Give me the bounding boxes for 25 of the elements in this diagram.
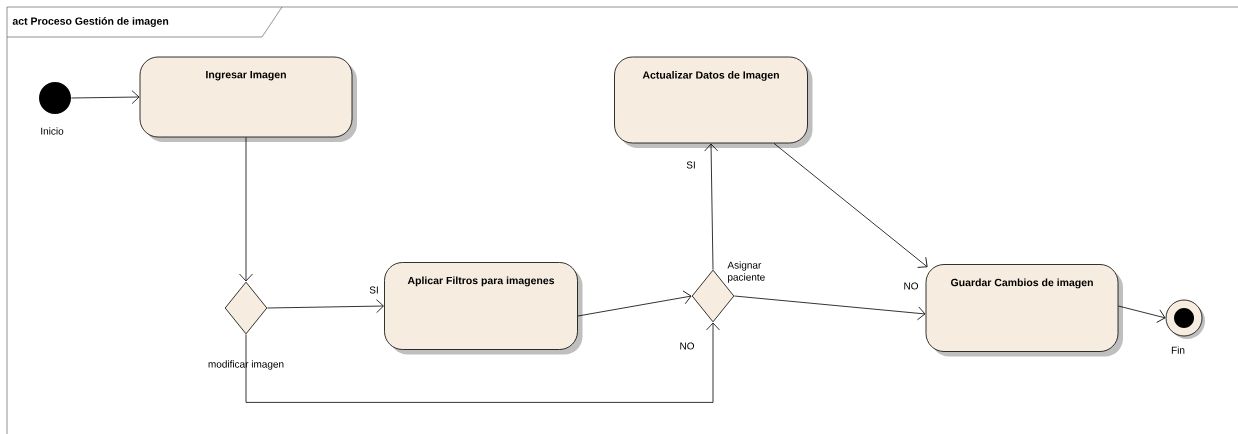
edge-label: SI (685, 160, 697, 170)
activity-box: Guardar Cambios de imagen (925, 264, 1123, 357)
node-label: Fin (1171, 346, 1185, 354)
arrow (773, 143, 928, 268)
arrow (239, 137, 253, 282)
arrow (71, 90, 140, 104)
arrow (734, 295, 926, 321)
activity-box: Ingresar Imagen (139, 56, 357, 142)
edge-label: NO (902, 281, 920, 291)
node-label: modificar imagen (208, 360, 284, 370)
arrow (267, 299, 384, 314)
decision-diamond (224, 281, 268, 335)
arrow (577, 290, 692, 317)
arrow (1118, 305, 1166, 323)
activity-box: Aplicar Filtros para imagenes (384, 262, 583, 355)
node-label: Asignar paciente (727, 261, 765, 283)
node-label: Inicio (41, 127, 64, 135)
edge-label: SI (368, 285, 380, 295)
final-node (1165, 299, 1205, 339)
edge-label: NO (678, 341, 696, 351)
frame-title: act Proceso Gestión de imagen (6, 6, 283, 38)
arrow (704, 143, 719, 270)
activity-box: Actualizar Datos de Imagen (614, 56, 813, 148)
initial-node (39, 82, 71, 114)
arrow (245, 322, 720, 403)
